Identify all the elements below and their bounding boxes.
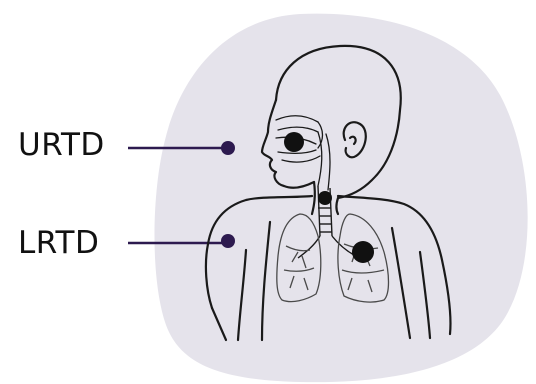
lrtd-marker (352, 241, 374, 263)
lrtd-label: LRTD (18, 228, 99, 259)
urtd-label: URTD (18, 130, 105, 161)
trachea-marker (318, 191, 332, 205)
urtd-marker (284, 132, 304, 152)
